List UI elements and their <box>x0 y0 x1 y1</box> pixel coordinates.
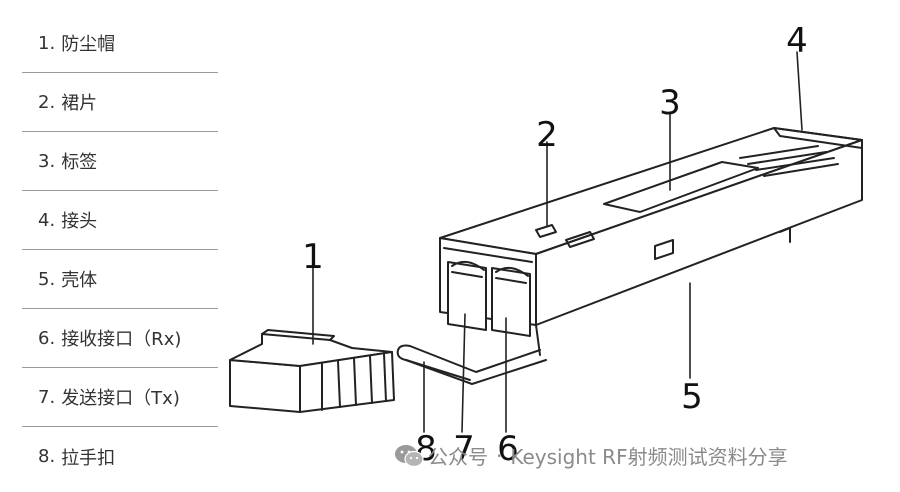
watermark: 公众号 · Keysight RF射频测试资料分享 <box>394 441 788 470</box>
legend-label: 标签 <box>61 152 98 173</box>
callout-6: 6 <box>497 429 519 469</box>
legend-item: 1.防尘帽 <box>22 14 218 73</box>
legend-label: 接收接口（Rx) <box>61 329 182 350</box>
legend-label: 拉手扣 <box>61 447 116 469</box>
callout-1: 1 <box>302 237 324 277</box>
legend-item: 8.拉手扣 <box>22 427 218 486</box>
legend-item: 5.壳体 <box>22 250 218 309</box>
legend-label: 裙片 <box>61 93 98 114</box>
leader-lines <box>312 51 803 433</box>
watermark-account: 公众号 <box>428 445 488 469</box>
bail-latch <box>396 344 547 385</box>
watermark-name: Keysight RF射频测试资料分享 <box>510 445 788 469</box>
legend-label: 发送接口（Tx) <box>61 388 180 409</box>
legend-item: 4.接头 <box>22 191 218 250</box>
legend-item: 7.发送接口（Tx) <box>22 368 218 427</box>
dust-cap <box>229 329 395 413</box>
callout-2: 2 <box>536 115 558 155</box>
legend-item: 6.接收接口（Rx) <box>22 309 218 368</box>
legend-item: 2.裙片 <box>22 73 218 132</box>
wechat-icon <box>395 444 424 467</box>
legend-item: 3.标签 <box>22 132 218 191</box>
legend-list: 1.防尘帽 2.裙片 3.标签 4.接头 5.壳体 6.接收接口（Rx) 7.发… <box>22 14 218 486</box>
callout-3: 3 <box>659 83 681 123</box>
callout-4: 4 <box>786 21 808 61</box>
callout-5: 5 <box>681 377 703 417</box>
watermark-separator: · <box>496 443 503 468</box>
legend-label: 壳体 <box>61 270 98 291</box>
legend-label: 接头 <box>61 211 98 232</box>
legend-label: 防尘帽 <box>61 34 116 55</box>
sfp-housing <box>439 127 863 356</box>
callout-7: 7 <box>453 429 475 469</box>
